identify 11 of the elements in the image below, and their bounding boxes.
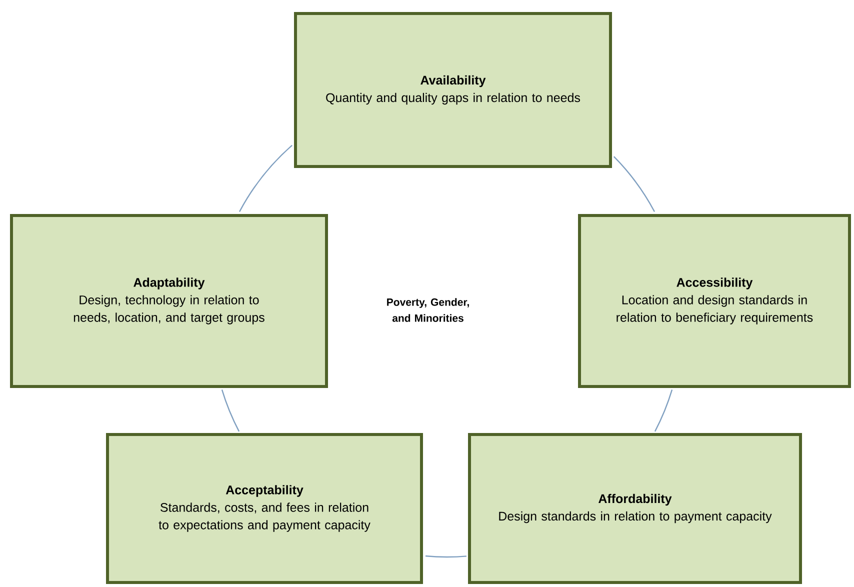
ring-arc <box>425 555 467 558</box>
ring-arc <box>654 390 673 432</box>
ring-arc <box>221 390 240 432</box>
concept-box: Affordability Design standards in relation to payment capacity <box>468 433 802 584</box>
concept-box: Adaptability Design, technology in relation to needs, location, and target groups <box>10 214 328 388</box>
concept-box: Acceptability Standards, costs, and fees in relation to expectations and payment capacity <box>106 433 423 584</box>
concept-box: Availability Quantity and quality gaps in relation to needs <box>294 12 612 168</box>
ring-arc <box>613 156 656 212</box>
center-label: Poverty, Gender, and Minorities <box>387 298 469 322</box>
ring-arc <box>238 144 292 212</box>
concept-box: Accessibility Location and design standards in relation to beneficiary requirements <box>578 214 851 388</box>
